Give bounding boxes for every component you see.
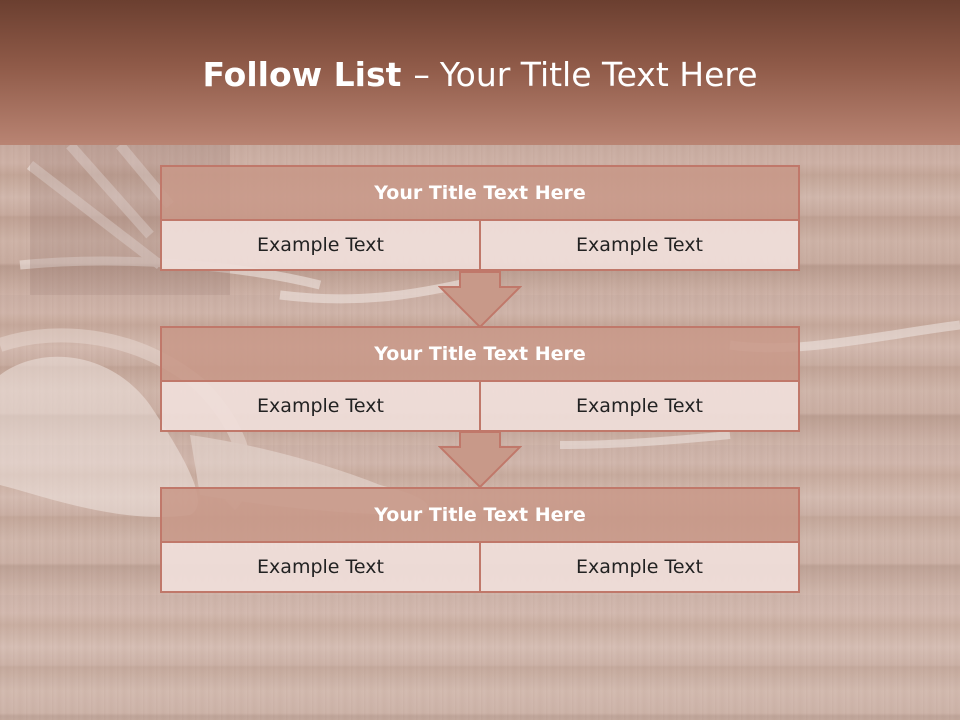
slide-title: Follow List–Your Title Text Here (0, 55, 960, 95)
step-cell-right: Example Text (481, 543, 800, 593)
step-row: Example Text Example Text (160, 221, 800, 271)
title-rest: Your Title Text Here (439, 55, 758, 94)
step-block-1: Your Title Text Here Example Text Exampl… (160, 165, 800, 271)
step-cell-right: Example Text (481, 382, 800, 432)
header-bar: Follow List–Your Title Text Here (0, 0, 960, 145)
step-title: Your Title Text Here (160, 326, 800, 382)
step-cell-left: Example Text (160, 382, 481, 432)
step-cell-left: Example Text (160, 221, 481, 271)
step-title: Your Title Text Here (160, 165, 800, 221)
step-block-2: Your Title Text Here Example Text Exampl… (160, 326, 800, 432)
step-row: Example Text Example Text (160, 382, 800, 432)
step-cell-left: Example Text (160, 543, 481, 593)
step-title: Your Title Text Here (160, 487, 800, 543)
step-cell-right: Example Text (481, 221, 800, 271)
step-row: Example Text Example Text (160, 543, 800, 593)
down-arrow-1 (438, 271, 522, 329)
title-dash: – (413, 55, 430, 94)
down-arrow-2 (438, 431, 522, 489)
title-bold: Follow List (202, 55, 402, 94)
step-block-3: Your Title Text Here Example Text Exampl… (160, 487, 800, 593)
